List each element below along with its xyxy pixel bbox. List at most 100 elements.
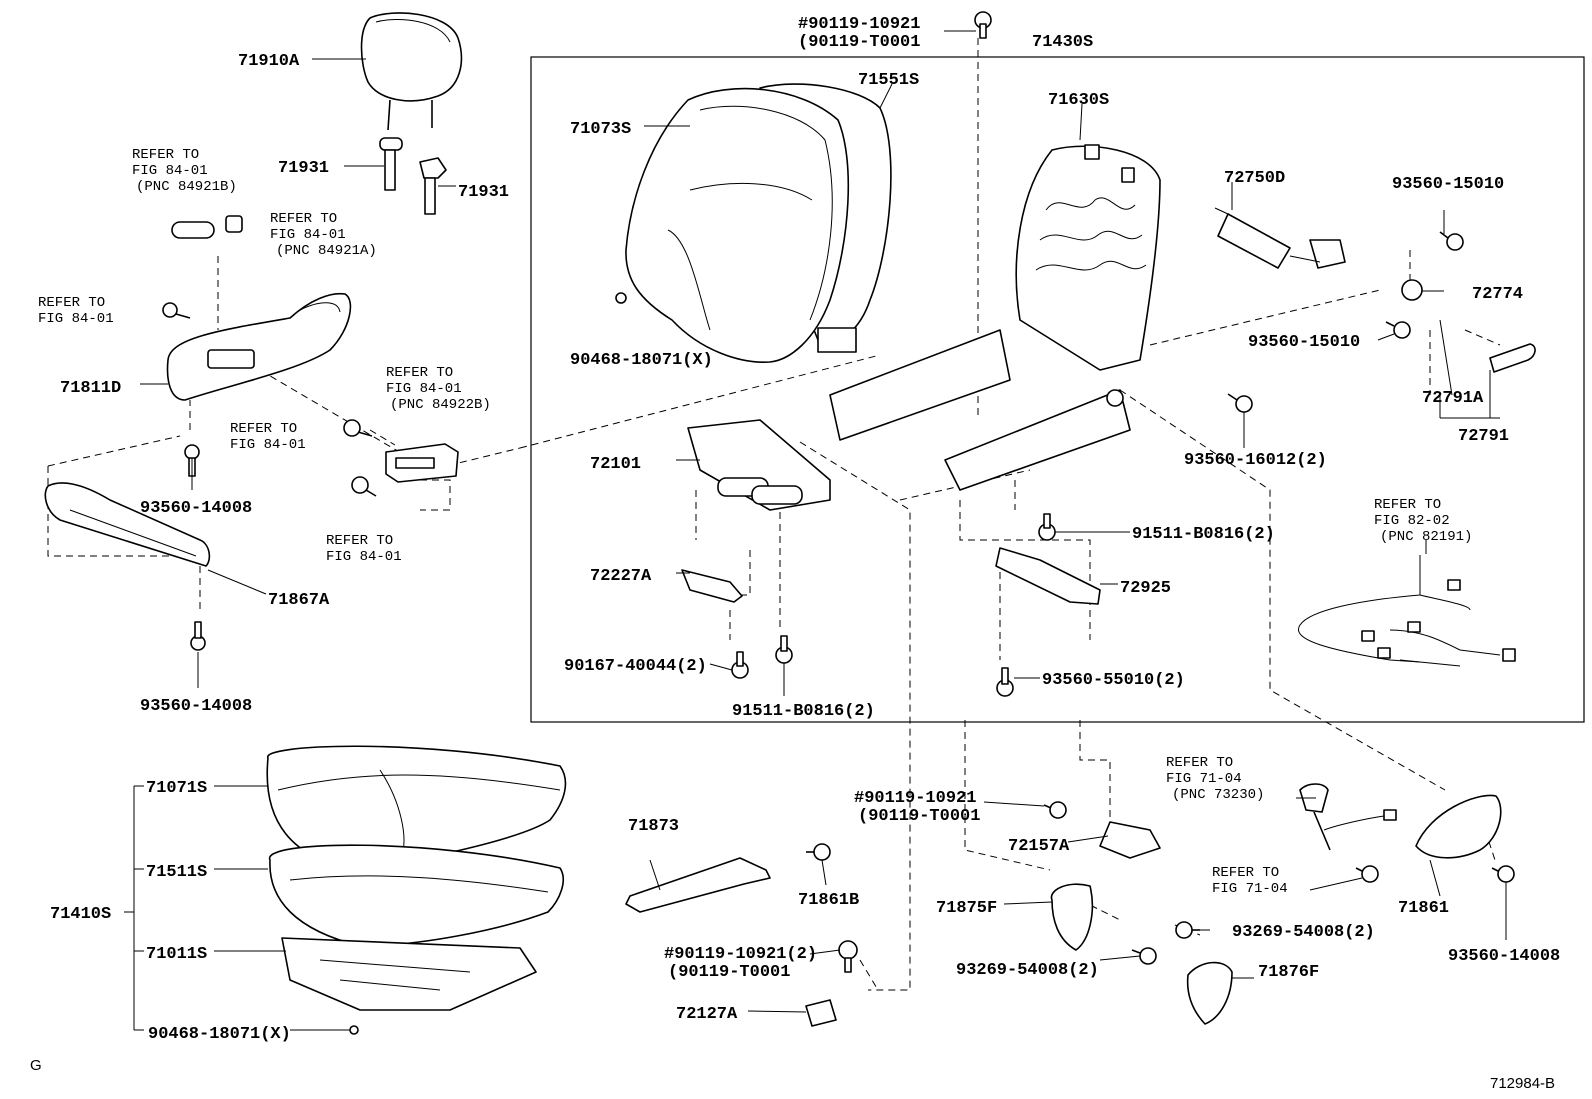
refer-note-82191: REFER TO FIG 82-02 (PNC 82191) — [1374, 497, 1472, 545]
label-90119-10921-top: #90119-10921 — [798, 15, 920, 34]
label-72774: 72774 — [1472, 285, 1523, 304]
label-72157A: 72157A — [1008, 837, 1070, 856]
bolt-refer-71-04 — [1355, 865, 1379, 883]
bolt-90119-10921-mid — [1043, 801, 1067, 819]
refer-note-84921A: REFER TO FIG 84-01 (PNC 84921A) — [270, 211, 377, 259]
label-72791: 72791 — [1458, 427, 1509, 446]
label-91511-B0816-a: 91511-B0816(2) — [1132, 525, 1275, 544]
part-labels: 71910A 71931 71931 71811D 93560-14008 71… — [50, 15, 1560, 1044]
refer-note-84921B: REFER TO FIG 84-01 (PNC 84921B) — [132, 147, 237, 195]
label-90119-10921-mid: #90119-10921 — [854, 789, 976, 808]
label-71073S: 71073S — [570, 120, 631, 139]
label-90119-T0001-mid: (90119-T0001 — [858, 807, 980, 826]
label-71511S: 71511S — [146, 863, 207, 882]
lever-knob — [225, 215, 243, 233]
label-72750D: 72750D — [1224, 169, 1285, 188]
seat-cushion-pad — [269, 844, 564, 947]
label-90167-40044: 90167-40044(2) — [564, 657, 707, 676]
label-72925: 72925 — [1120, 579, 1171, 598]
label-71861: 71861 — [1398, 899, 1449, 918]
label-93560-16012: 93560-16012(2) — [1184, 451, 1327, 470]
seat-track-cover-71875F — [1050, 883, 1094, 951]
label-71861B: 71861B — [798, 891, 859, 910]
reference-notes: REFER TO FIG 84-01 (PNC 84921B) REFER TO… — [38, 147, 1472, 897]
label-71011S: 71011S — [146, 945, 207, 964]
label-90119-T0001-top: (90119-T0001 — [798, 33, 920, 52]
label-93560-15010-a: 93560-15010 — [1392, 175, 1504, 194]
label-93560-14008-a: 93560-14008 — [140, 499, 252, 518]
clip-71861B — [806, 843, 831, 861]
bolt-93560-15010-lower — [1385, 321, 1411, 339]
label-71811D: 71811D — [60, 379, 121, 398]
label-71873: 71873 — [628, 817, 679, 836]
screw-refer-2 — [343, 419, 373, 437]
label-71867A: 71867A — [268, 591, 330, 610]
power-seat-switch — [385, 443, 459, 483]
seat-cushion-frame — [281, 937, 537, 1011]
track-cover-72157A — [1099, 821, 1161, 859]
recliner-cover-clip — [1401, 279, 1423, 301]
screw-refer-3 — [351, 476, 377, 497]
label-90119-10921-lower: #90119-10921(2) — [664, 945, 817, 964]
refer-note-switch-screw: REFER TO FIG 84-01 — [230, 421, 306, 453]
bolt-90167-40044 — [731, 651, 749, 679]
illustration-number: 712984-B — [1490, 1075, 1555, 1092]
label-72791A: 72791A — [1422, 389, 1484, 408]
hog-ring-lower — [349, 1025, 359, 1035]
label-71875F: 71875F — [936, 899, 997, 918]
seat-belt-buckle — [1299, 783, 1397, 851]
seat-side-shield — [166, 292, 352, 401]
seat-cushion-cap — [805, 999, 837, 1027]
bolt-90119-10921-lower — [838, 940, 858, 973]
adjuster-bracket — [681, 569, 743, 603]
refer-note-84922B: REFER TO FIG 84-01 (PNC 84922B) — [386, 365, 491, 413]
bolt-93560-14008-lower — [190, 621, 206, 651]
screw-refer-1 — [162, 302, 191, 319]
seat-track-cover-plate — [995, 547, 1101, 605]
refer-note-lower-screw: REFER TO FIG 84-01 — [326, 533, 402, 565]
bolt-90119-10921-top — [974, 11, 992, 39]
label-93560-14008-b: 93560-14008 — [140, 697, 252, 716]
label-71410S: 71410S — [50, 905, 111, 924]
label-71931-left: 71931 — [278, 159, 329, 178]
label-71630S: 71630S — [1048, 91, 1109, 110]
recliner-cover-71861 — [1415, 794, 1502, 859]
label-71931-right: 71931 — [458, 183, 509, 202]
label-72227A: 72227A — [590, 567, 652, 586]
bolt-91511-B0816-upper — [1038, 513, 1056, 541]
seatback-frame — [829, 144, 1161, 491]
bolt-93560-14008-right — [1491, 865, 1515, 883]
label-91511-B0816-b: 91511-B0816(2) — [732, 702, 875, 721]
refer-note-71-04: REFER TO FIG 71-04 — [1212, 865, 1288, 897]
recliner-knob — [171, 221, 215, 239]
bolt-93560-15010-upper — [1439, 231, 1464, 251]
label-90468-18071-top: 90468-18071(X) — [570, 351, 713, 370]
label-93269-54008-right: 93269-54008(2) — [1232, 923, 1375, 942]
seat-wire-harness — [1298, 555, 1516, 667]
seatback-cover — [625, 87, 850, 363]
seat-adjuster — [687, 419, 831, 511]
label-93560-55010: 93560-55010(2) — [1042, 671, 1185, 690]
headrest-support-right — [419, 157, 447, 215]
lumbar-support-motor — [1214, 207, 1346, 269]
label-71430S: 71430S — [1032, 33, 1093, 52]
label-71551S: 71551S — [858, 71, 919, 90]
seat-lower-side-cover — [44, 482, 211, 567]
label-71071S: 71071S — [146, 779, 207, 798]
label-90468-18071-bottom: 90468-18071(X) — [148, 1025, 291, 1044]
seat-track-cover-71876F — [1186, 961, 1233, 1025]
leader-lines — [124, 30, 1507, 1031]
corner-code-left: G — [30, 1057, 42, 1074]
seat-lower-cushion-shield — [625, 857, 771, 913]
bolt-91511-B0816-lower — [775, 635, 793, 664]
label-90119-T0001-lower: (90119-T0001 — [668, 963, 790, 982]
label-93560-15010-b: 93560-15010 — [1248, 333, 1360, 352]
bolt-93560-55010 — [996, 667, 1014, 697]
label-93269-54008-left: 93269-54008(2) — [956, 961, 1099, 980]
label-71876F: 71876F — [1258, 963, 1319, 982]
hog-ring-upper — [615, 292, 627, 304]
refer-note-left: REFER TO FIG 84-01 — [38, 295, 114, 327]
label-72127A: 72127A — [676, 1005, 738, 1024]
refer-note-73230: REFER TO FIG 71-04 (PNC 73230) — [1166, 755, 1264, 803]
